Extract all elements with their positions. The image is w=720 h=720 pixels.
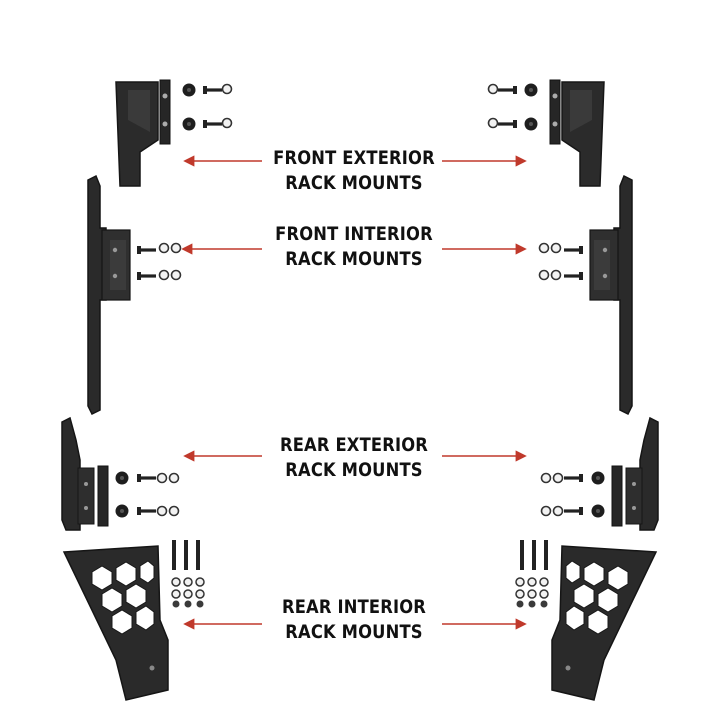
front-interior-mount-right (538, 174, 633, 416)
rear-exterior-mount-right (540, 416, 659, 531)
front-exterior-mount-left (115, 79, 233, 187)
label-front-interior-line1: FRONT INTERIOR (275, 223, 433, 245)
label-rear-exterior-line1: REAR EXTERIOR (279, 434, 429, 456)
front-interior-mount-left (87, 174, 182, 416)
rear-exterior-mount-left (61, 416, 180, 531)
label-rear-exterior-line2: RACK MOUNTS (285, 459, 423, 481)
label-rear-interior-line1: REAR INTERIOR (281, 596, 427, 618)
label-front-exterior-line1: FRONT EXTERIOR (273, 147, 435, 169)
front-exterior-mount-right (487, 79, 605, 187)
label-front-interior: FRONT INTERIOR RACK MOUNTS (259, 222, 448, 272)
label-rear-interior-line2: RACK MOUNTS (285, 621, 423, 643)
label-rear-interior: REAR INTERIOR RACK MOUNTS (259, 595, 448, 645)
label-front-exterior-line2: RACK MOUNTS (285, 172, 423, 194)
label-front-interior-line2: RACK MOUNTS (285, 248, 423, 270)
rear-interior-mount-right (515, 540, 658, 701)
label-rear-exterior: REAR EXTERIOR RACK MOUNTS (259, 433, 448, 483)
rear-interior-mount-left (62, 540, 205, 701)
label-front-exterior: FRONT EXTERIOR RACK MOUNTS (259, 146, 448, 196)
